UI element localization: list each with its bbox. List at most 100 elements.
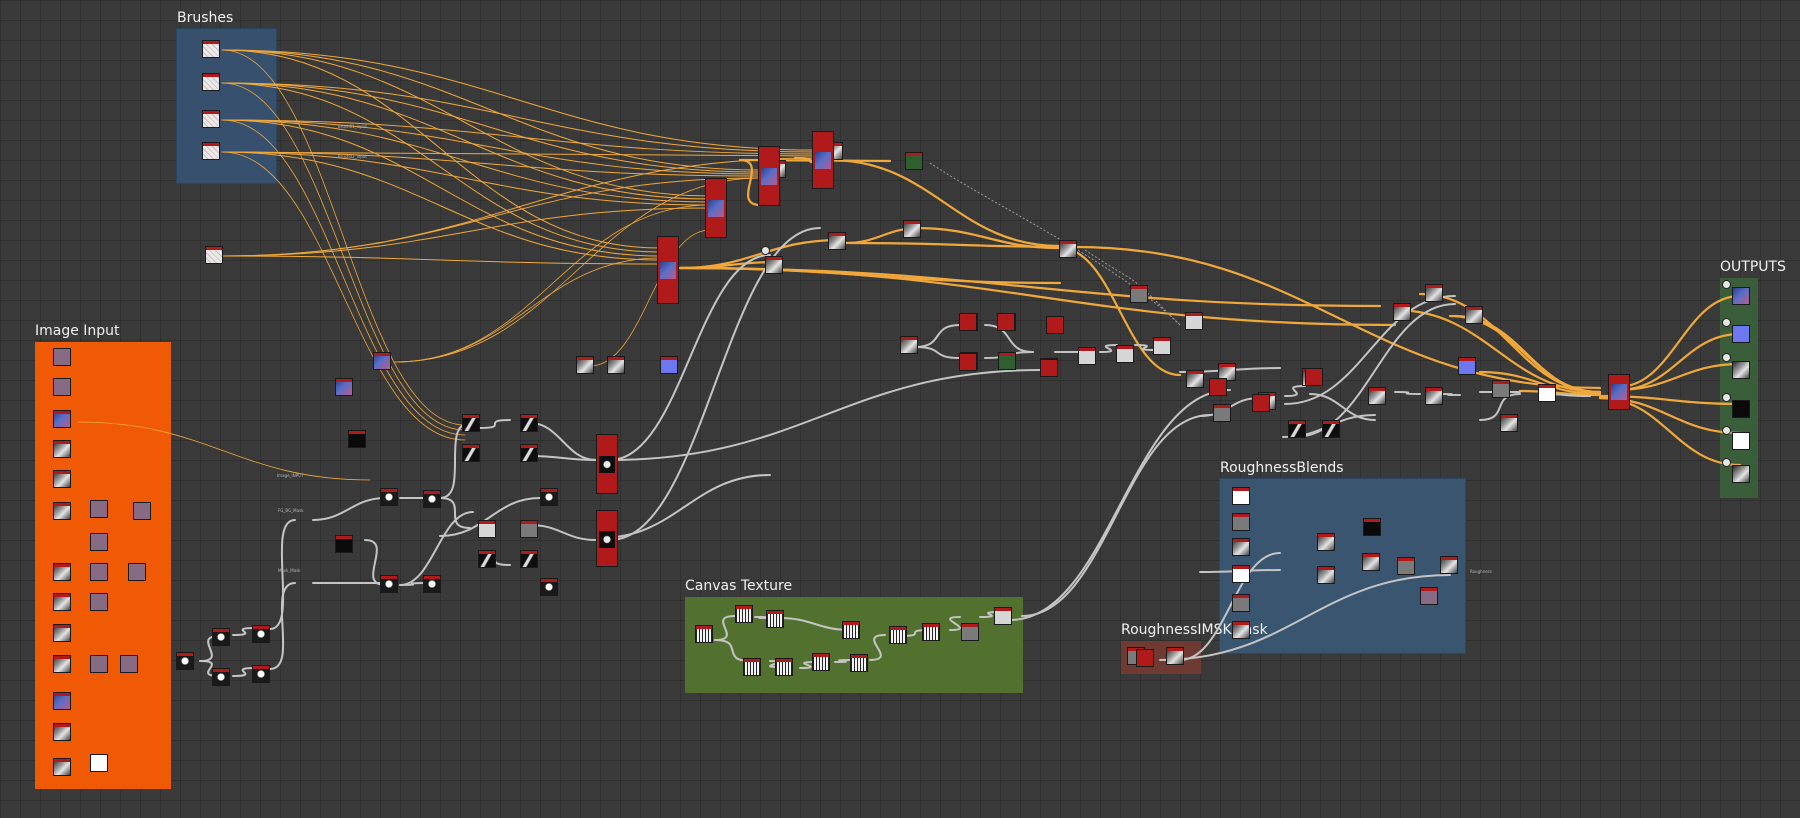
graph-node-icon[interactable] (1732, 361, 1750, 379)
graph-node-icon[interactable] (53, 692, 71, 710)
graph-node-icon[interactable] (462, 444, 480, 462)
graph-node-icon[interactable] (1232, 538, 1250, 556)
graph-node-icon[interactable] (53, 723, 71, 741)
graph-node-icon[interactable] (380, 488, 398, 506)
red-node[interactable] (1252, 394, 1270, 412)
graph-node-icon[interactable] (90, 533, 108, 551)
graph-node-icon[interactable] (212, 628, 230, 646)
graph-node-icon[interactable] (53, 470, 71, 488)
graph-node-icon[interactable] (90, 655, 108, 673)
graph-node-icon[interactable] (53, 758, 71, 776)
blend-node[interactable] (596, 434, 618, 494)
graph-node-icon[interactable] (1458, 357, 1476, 375)
graph-node-icon[interactable] (850, 654, 868, 672)
graph-node-icon[interactable] (90, 593, 108, 611)
graph-node-icon[interactable] (53, 655, 71, 673)
graph-node-icon[interactable] (423, 575, 441, 593)
graph-node-icon[interactable] (1440, 556, 1458, 574)
graph-node-icon[interactable] (922, 623, 940, 641)
graph-node-icon[interactable] (1232, 594, 1250, 612)
graph-node-icon[interactable] (1232, 565, 1250, 583)
graph-node-icon[interactable] (607, 356, 625, 374)
graph-node-icon[interactable] (765, 256, 783, 274)
graph-node-icon[interactable] (120, 655, 138, 673)
graph-node-icon[interactable] (478, 550, 496, 568)
graph-node-icon[interactable] (462, 414, 480, 432)
graph-node-icon[interactable] (1500, 414, 1518, 432)
graph-node-icon[interactable] (176, 652, 194, 670)
graph-node-icon[interactable] (423, 490, 441, 508)
graph-node-icon[interactable] (905, 152, 923, 170)
graph-node-icon[interactable] (1362, 553, 1380, 571)
graph-node-icon[interactable] (1232, 621, 1250, 639)
graph-node-icon[interactable] (252, 625, 270, 643)
graph-node-icon[interactable] (53, 563, 71, 581)
blend-node[interactable] (758, 146, 780, 206)
graph-node-icon[interactable] (53, 378, 71, 396)
graph-node-icon[interactable] (1078, 347, 1096, 365)
graph-node-icon[interactable] (373, 352, 391, 370)
graph-node-icon[interactable] (695, 625, 713, 643)
graph-node-icon[interactable] (202, 110, 220, 128)
graph-node-icon[interactable] (90, 754, 108, 772)
graph-node-icon[interactable] (900, 336, 918, 354)
graph-node-icon[interactable] (1732, 465, 1750, 483)
graph-node-icon[interactable] (53, 502, 71, 520)
graph-node-icon[interactable] (202, 40, 220, 58)
graph-node-icon[interactable] (348, 430, 366, 448)
graph-node-icon[interactable] (90, 563, 108, 581)
red-node[interactable] (959, 353, 977, 371)
graph-node-icon[interactable] (1288, 420, 1306, 438)
graph-node-icon[interactable] (1732, 400, 1750, 418)
graph-node-icon[interactable] (1213, 404, 1231, 422)
frame-brushes[interactable]: Brushes (176, 10, 277, 184)
graph-node-icon[interactable] (133, 502, 151, 520)
graph-node-icon[interactable] (1186, 370, 1204, 388)
graph-node-icon[interactable] (335, 378, 353, 396)
graph-node-icon[interactable] (1130, 285, 1148, 303)
blend-node[interactable] (657, 236, 679, 304)
graph-node-icon[interactable] (775, 658, 793, 676)
red-node[interactable] (1046, 316, 1064, 334)
graph-node-icon[interactable] (1368, 387, 1386, 405)
graph-node-icon[interactable] (1153, 337, 1171, 355)
graph-node-icon[interactable] (812, 653, 830, 671)
graph-node-icon[interactable] (1317, 533, 1335, 551)
graph-node-icon[interactable] (520, 414, 538, 432)
graph-node-icon[interactable] (1185, 312, 1203, 330)
graph-node-icon[interactable] (205, 246, 223, 264)
graph-node-icon[interactable] (212, 668, 230, 686)
graph-node-icon[interactable] (540, 488, 558, 506)
graph-node-icon[interactable] (1732, 325, 1750, 343)
blend-node[interactable] (596, 510, 618, 567)
graph-node-icon[interactable] (53, 440, 71, 458)
graph-node-icon[interactable] (735, 605, 753, 623)
graph-node-icon[interactable] (1425, 284, 1443, 302)
main-output-node[interactable] (1608, 374, 1630, 410)
graph-node-icon[interactable] (1492, 380, 1510, 398)
graph-node-icon[interactable] (1420, 587, 1438, 605)
graph-node-icon[interactable] (576, 356, 594, 374)
red-node[interactable] (997, 313, 1015, 331)
graph-node-icon[interactable] (660, 356, 678, 374)
graph-node-icon[interactable] (889, 626, 907, 644)
graph-node-icon[interactable] (1232, 513, 1250, 531)
graph-node-icon[interactable] (1166, 647, 1184, 665)
graph-node-icon[interactable] (90, 500, 108, 518)
graph-node-icon[interactable] (53, 348, 71, 366)
graph-node-icon[interactable] (252, 665, 270, 683)
graph-node-icon[interactable] (380, 575, 398, 593)
graph-node-icon[interactable] (53, 593, 71, 611)
graph-node-icon[interactable] (998, 352, 1016, 370)
graph-node-icon[interactable] (842, 621, 860, 639)
graph-node-icon[interactable] (1322, 420, 1340, 438)
red-node[interactable] (1305, 368, 1323, 386)
graph-node-icon[interactable] (1363, 518, 1381, 536)
graph-node-icon[interactable] (1732, 432, 1750, 450)
graph-node-icon[interactable] (520, 444, 538, 462)
red-node[interactable] (1040, 359, 1058, 377)
graph-node-icon[interactable] (540, 578, 558, 596)
graph-node-icon[interactable] (961, 623, 979, 641)
graph-node-icon[interactable] (1232, 487, 1250, 505)
